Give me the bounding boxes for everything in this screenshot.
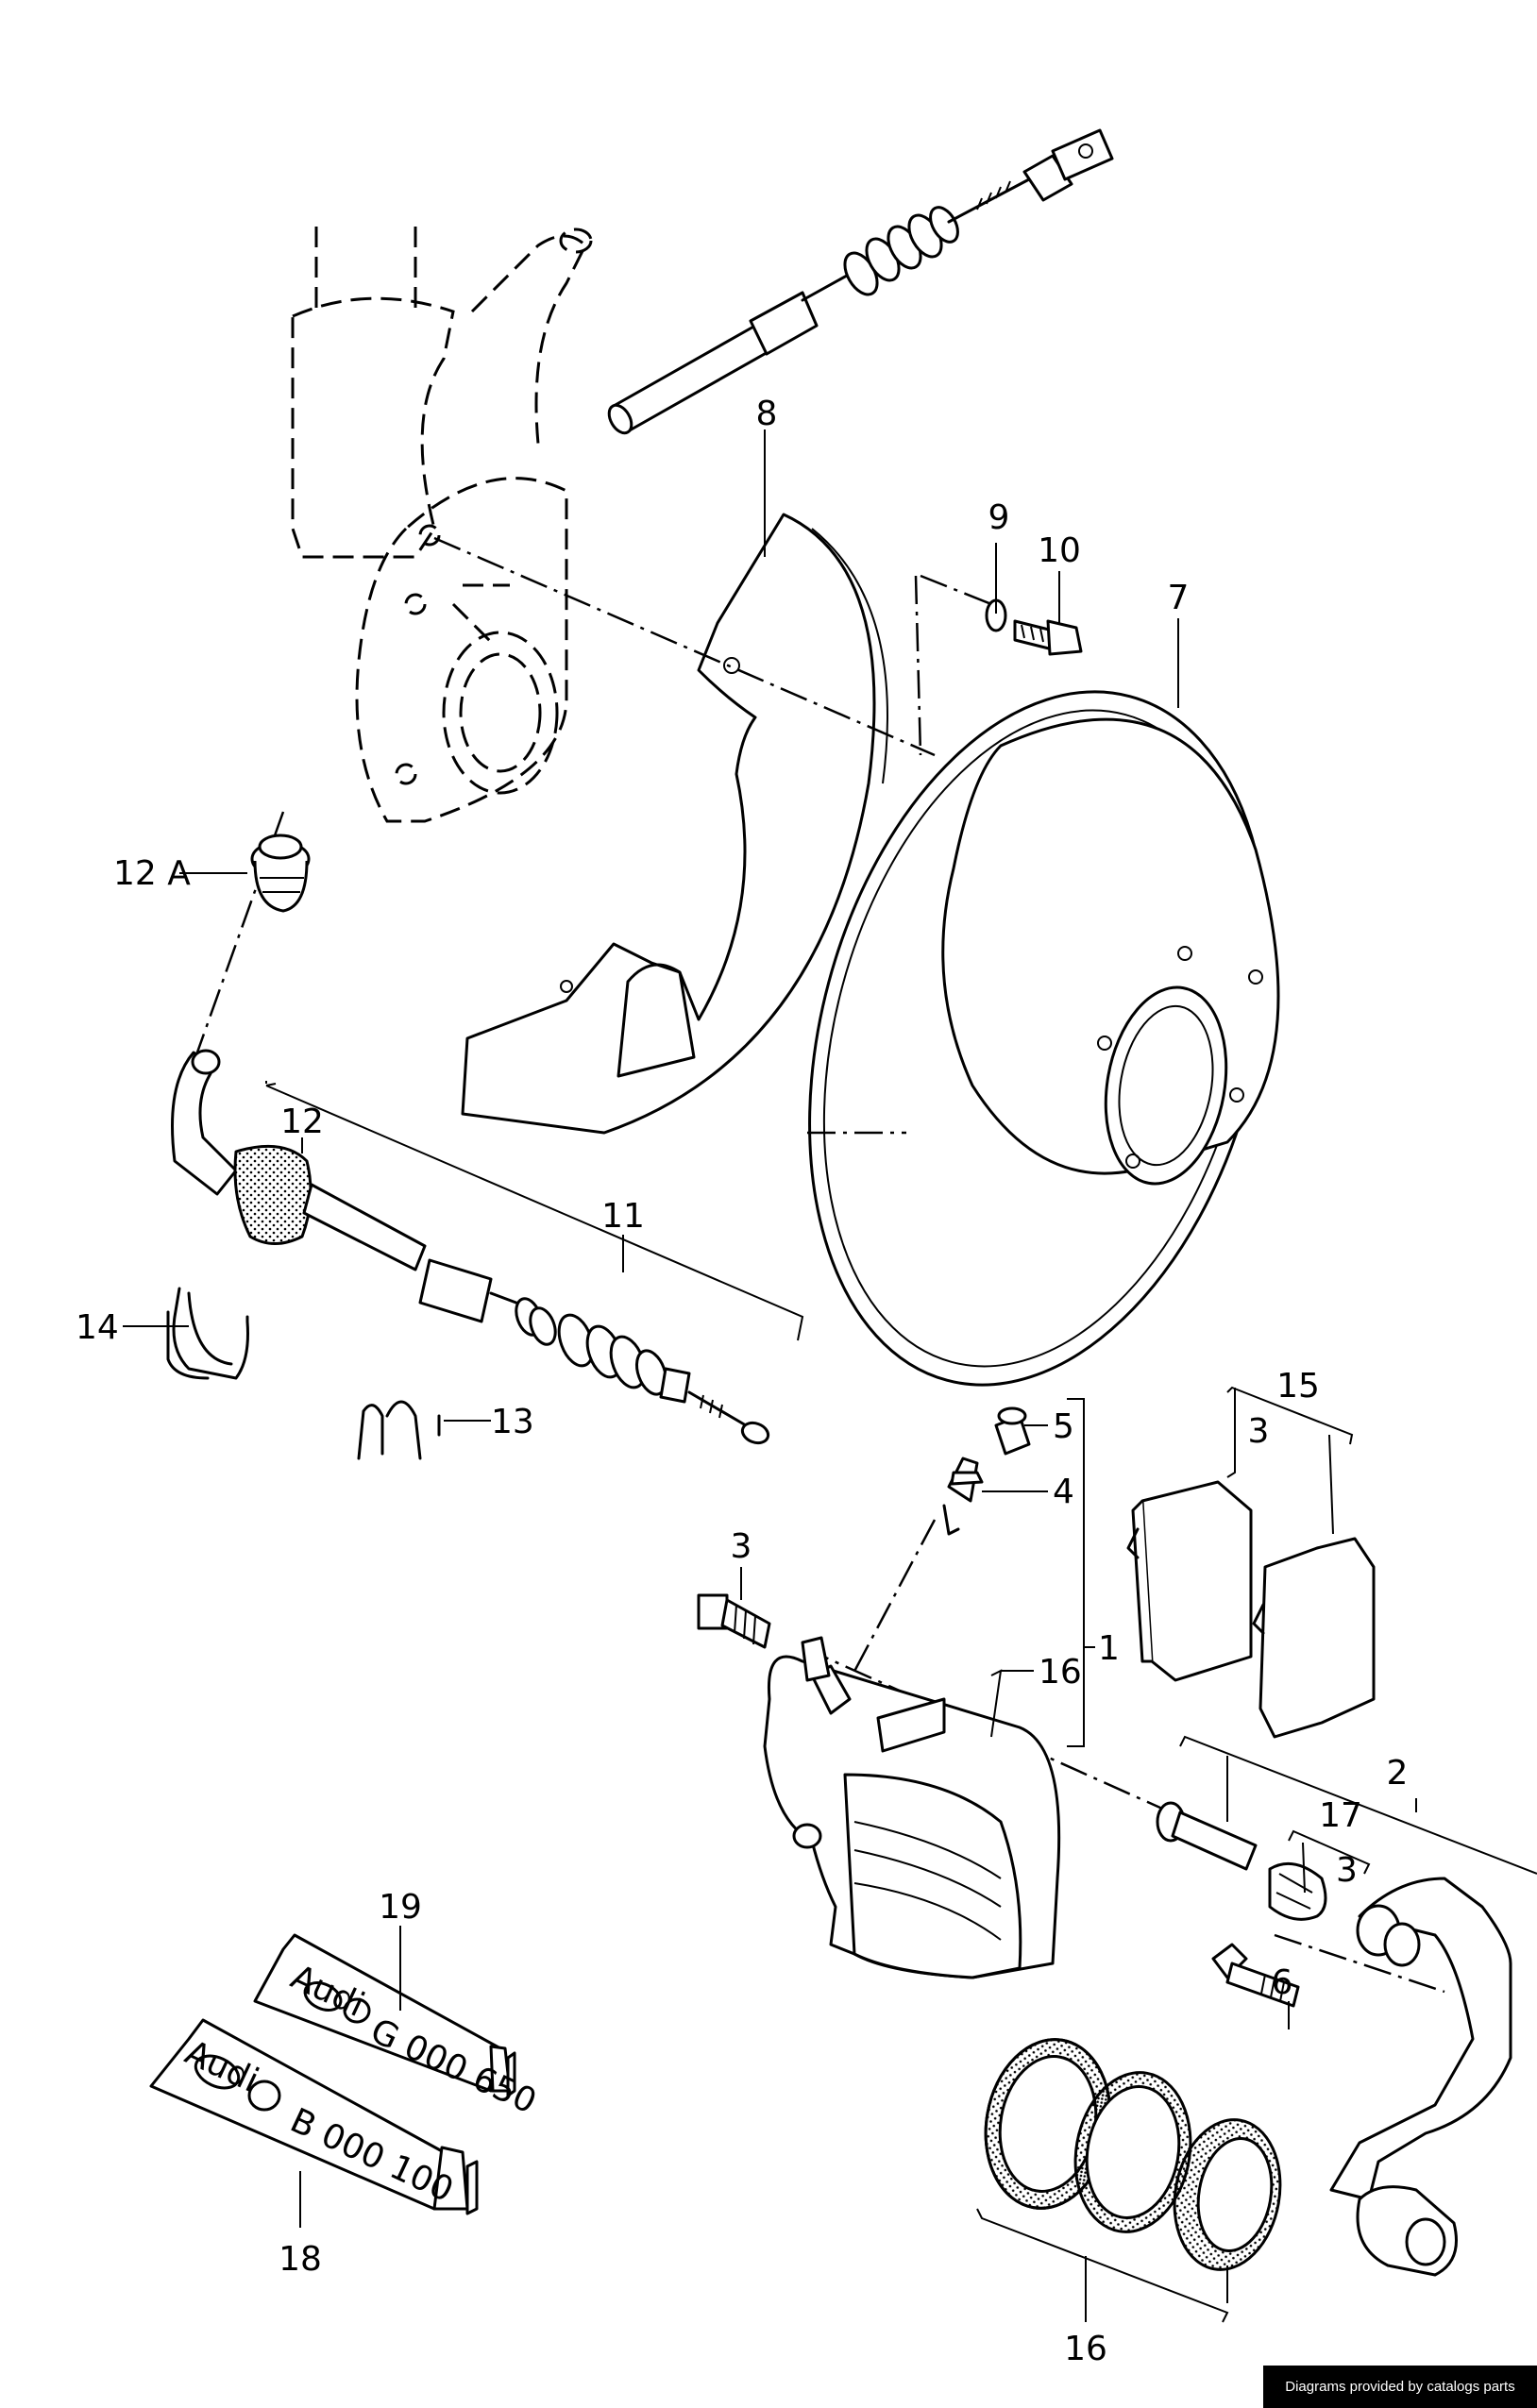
brake-dust-shield: [461, 513, 888, 1135]
callout-16-bottom: 16: [1064, 2330, 1107, 2368]
spring-clip-13: [357, 1400, 441, 1460]
callout-10: 10: [1038, 531, 1081, 570]
callout-3-left: 3: [731, 1527, 752, 1566]
bleeder-valve-and-cap: [942, 1406, 1031, 1536]
callout-6: 6: [1272, 1963, 1293, 2002]
bolt-3-left: [697, 1593, 771, 1649]
callout-19: 19: [379, 1888, 422, 1927]
callout-12: 12: [280, 1103, 324, 1141]
callout-16-top: 16: [1039, 1653, 1082, 1692]
clip-14: [166, 1287, 249, 1380]
caliper-carrier: [1329, 1877, 1512, 2277]
screw-and-washer: [985, 598, 1083, 656]
callout-labels: 8 9 10 7 12 A 12 11 14 13 5 4 3 1 16 15 …: [76, 395, 1408, 2368]
callout-3-sleeve: 3: [1336, 1851, 1358, 1890]
callout-15: 15: [1276, 1367, 1320, 1406]
handbrake-cable-upper: [607, 128, 1114, 435]
callout-11: 11: [601, 1197, 645, 1236]
credit-banner: Diagrams provided by catalogs parts: [1263, 2366, 1537, 2408]
callout-13: 13: [491, 1403, 534, 1441]
seal-rings: [984, 2038, 1282, 2271]
callout-2: 2: [1387, 1754, 1409, 1793]
callout-4: 4: [1053, 1473, 1074, 1511]
brake-caliper: [763, 1636, 1061, 1979]
brake-pads: [1126, 1480, 1376, 1739]
callout-5: 5: [1053, 1407, 1074, 1446]
guide-bolt-sleeve: [1156, 1801, 1327, 1921]
callout-18: 18: [279, 2240, 322, 2279]
steering-knuckle-phantom: [291, 227, 593, 823]
callout-17: 17: [1319, 1796, 1362, 1835]
callout-1: 1: [1098, 1629, 1120, 1668]
guide-sleeve-12a: [250, 834, 311, 913]
callout-14: 14: [76, 1308, 119, 1347]
callout-8: 8: [756, 395, 778, 433]
callout-12a: 12 A: [113, 854, 191, 893]
callout-3-pads: 3: [1248, 1412, 1270, 1451]
callout-7: 7: [1168, 579, 1190, 617]
brake-disc: [808, 690, 1280, 1387]
leader-lines: [123, 429, 1537, 2323]
bolt-6: [1211, 1943, 1300, 2008]
callout-9: 9: [988, 498, 1010, 537]
handbrake-cable-lower: [171, 1049, 770, 1445]
